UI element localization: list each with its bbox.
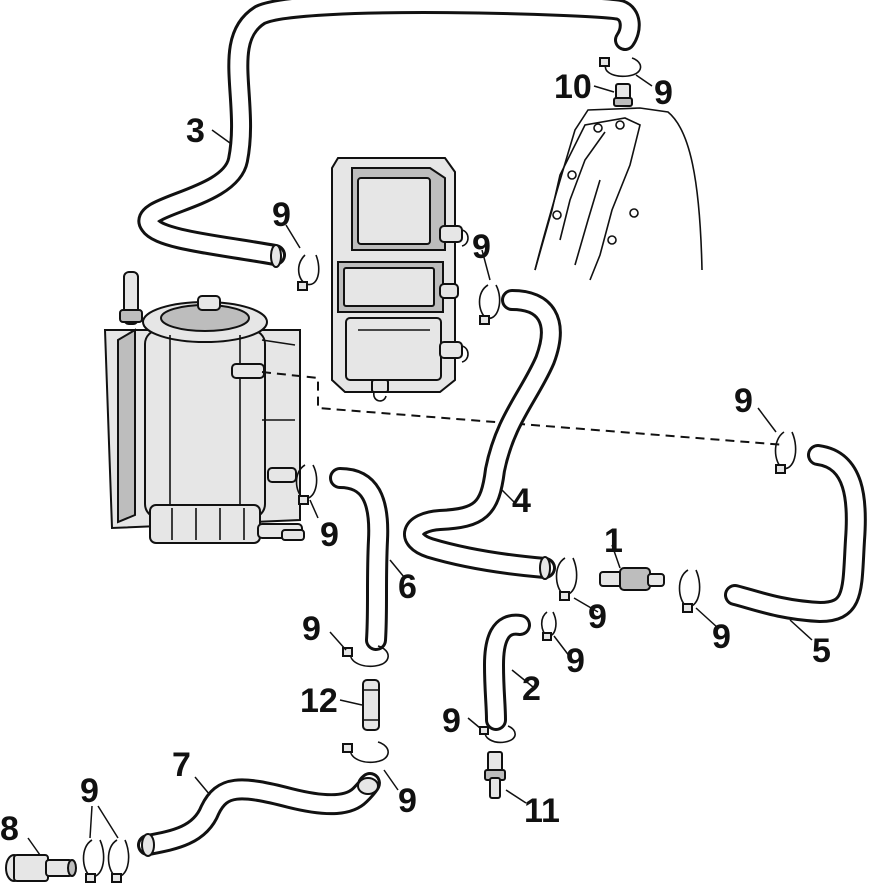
callout-5: 5 (812, 632, 831, 670)
callout-9: 9 (712, 618, 731, 656)
clamp (82, 839, 105, 883)
callout-9: 9 (302, 610, 321, 648)
connection-dashed-line (261, 371, 786, 446)
callout-9: 9 (654, 74, 673, 112)
callout-12: 12 (300, 682, 338, 720)
filter-bracket-assembly (331, 157, 469, 402)
callout-9: 9 (272, 196, 291, 234)
callout-9: 9 (442, 702, 461, 740)
clamp (599, 57, 642, 78)
callout-11: 11 (524, 792, 560, 830)
fitting-1 (599, 567, 665, 591)
callout-labels: 3 9 9 10 9 9 4 9 1 6 9 9 9 9 5 2 12 9 7 … (0, 68, 831, 848)
callout-9: 9 (80, 772, 99, 810)
callout-9: 9 (734, 382, 753, 420)
clamp (107, 839, 130, 883)
clamp (774, 431, 797, 474)
callout-2: 2 (522, 670, 541, 708)
clamps-9 (82, 57, 797, 883)
clamp (297, 254, 320, 291)
callout-1: 1 (604, 522, 623, 560)
hose-6 (329, 467, 390, 651)
engine-block-outline (534, 107, 703, 281)
hose-7 (137, 772, 381, 857)
callout-9: 9 (588, 598, 607, 636)
callout-9: 9 (472, 228, 491, 266)
callout-9: 9 (566, 642, 585, 680)
hose-4 (403, 289, 562, 580)
hose-5 (724, 444, 867, 623)
clamp (555, 557, 578, 601)
clamp (342, 645, 389, 668)
fuel-pump-module (103, 271, 305, 544)
fitting-12 (362, 679, 380, 731)
hose-2 (483, 613, 531, 731)
fitting-10 (613, 83, 633, 107)
callout-9: 9 (398, 782, 417, 820)
callout-6: 6 (398, 568, 417, 606)
leader-lines (27, 74, 813, 856)
clamp (478, 284, 501, 325)
callout-4: 4 (512, 482, 531, 520)
clamp (540, 611, 557, 641)
callout-9: 9 (320, 516, 339, 554)
clamp (295, 464, 318, 505)
callout-10: 10 (554, 68, 592, 106)
fitting-8 (5, 854, 77, 882)
hose-3 (137, 0, 641, 268)
callout-8: 8 (0, 810, 19, 848)
clamp (479, 725, 516, 744)
callout-7: 7 (172, 746, 191, 784)
clamp (342, 741, 389, 764)
fitting-11 (484, 751, 506, 799)
clamp (678, 569, 701, 613)
callout-3: 3 (186, 112, 205, 150)
